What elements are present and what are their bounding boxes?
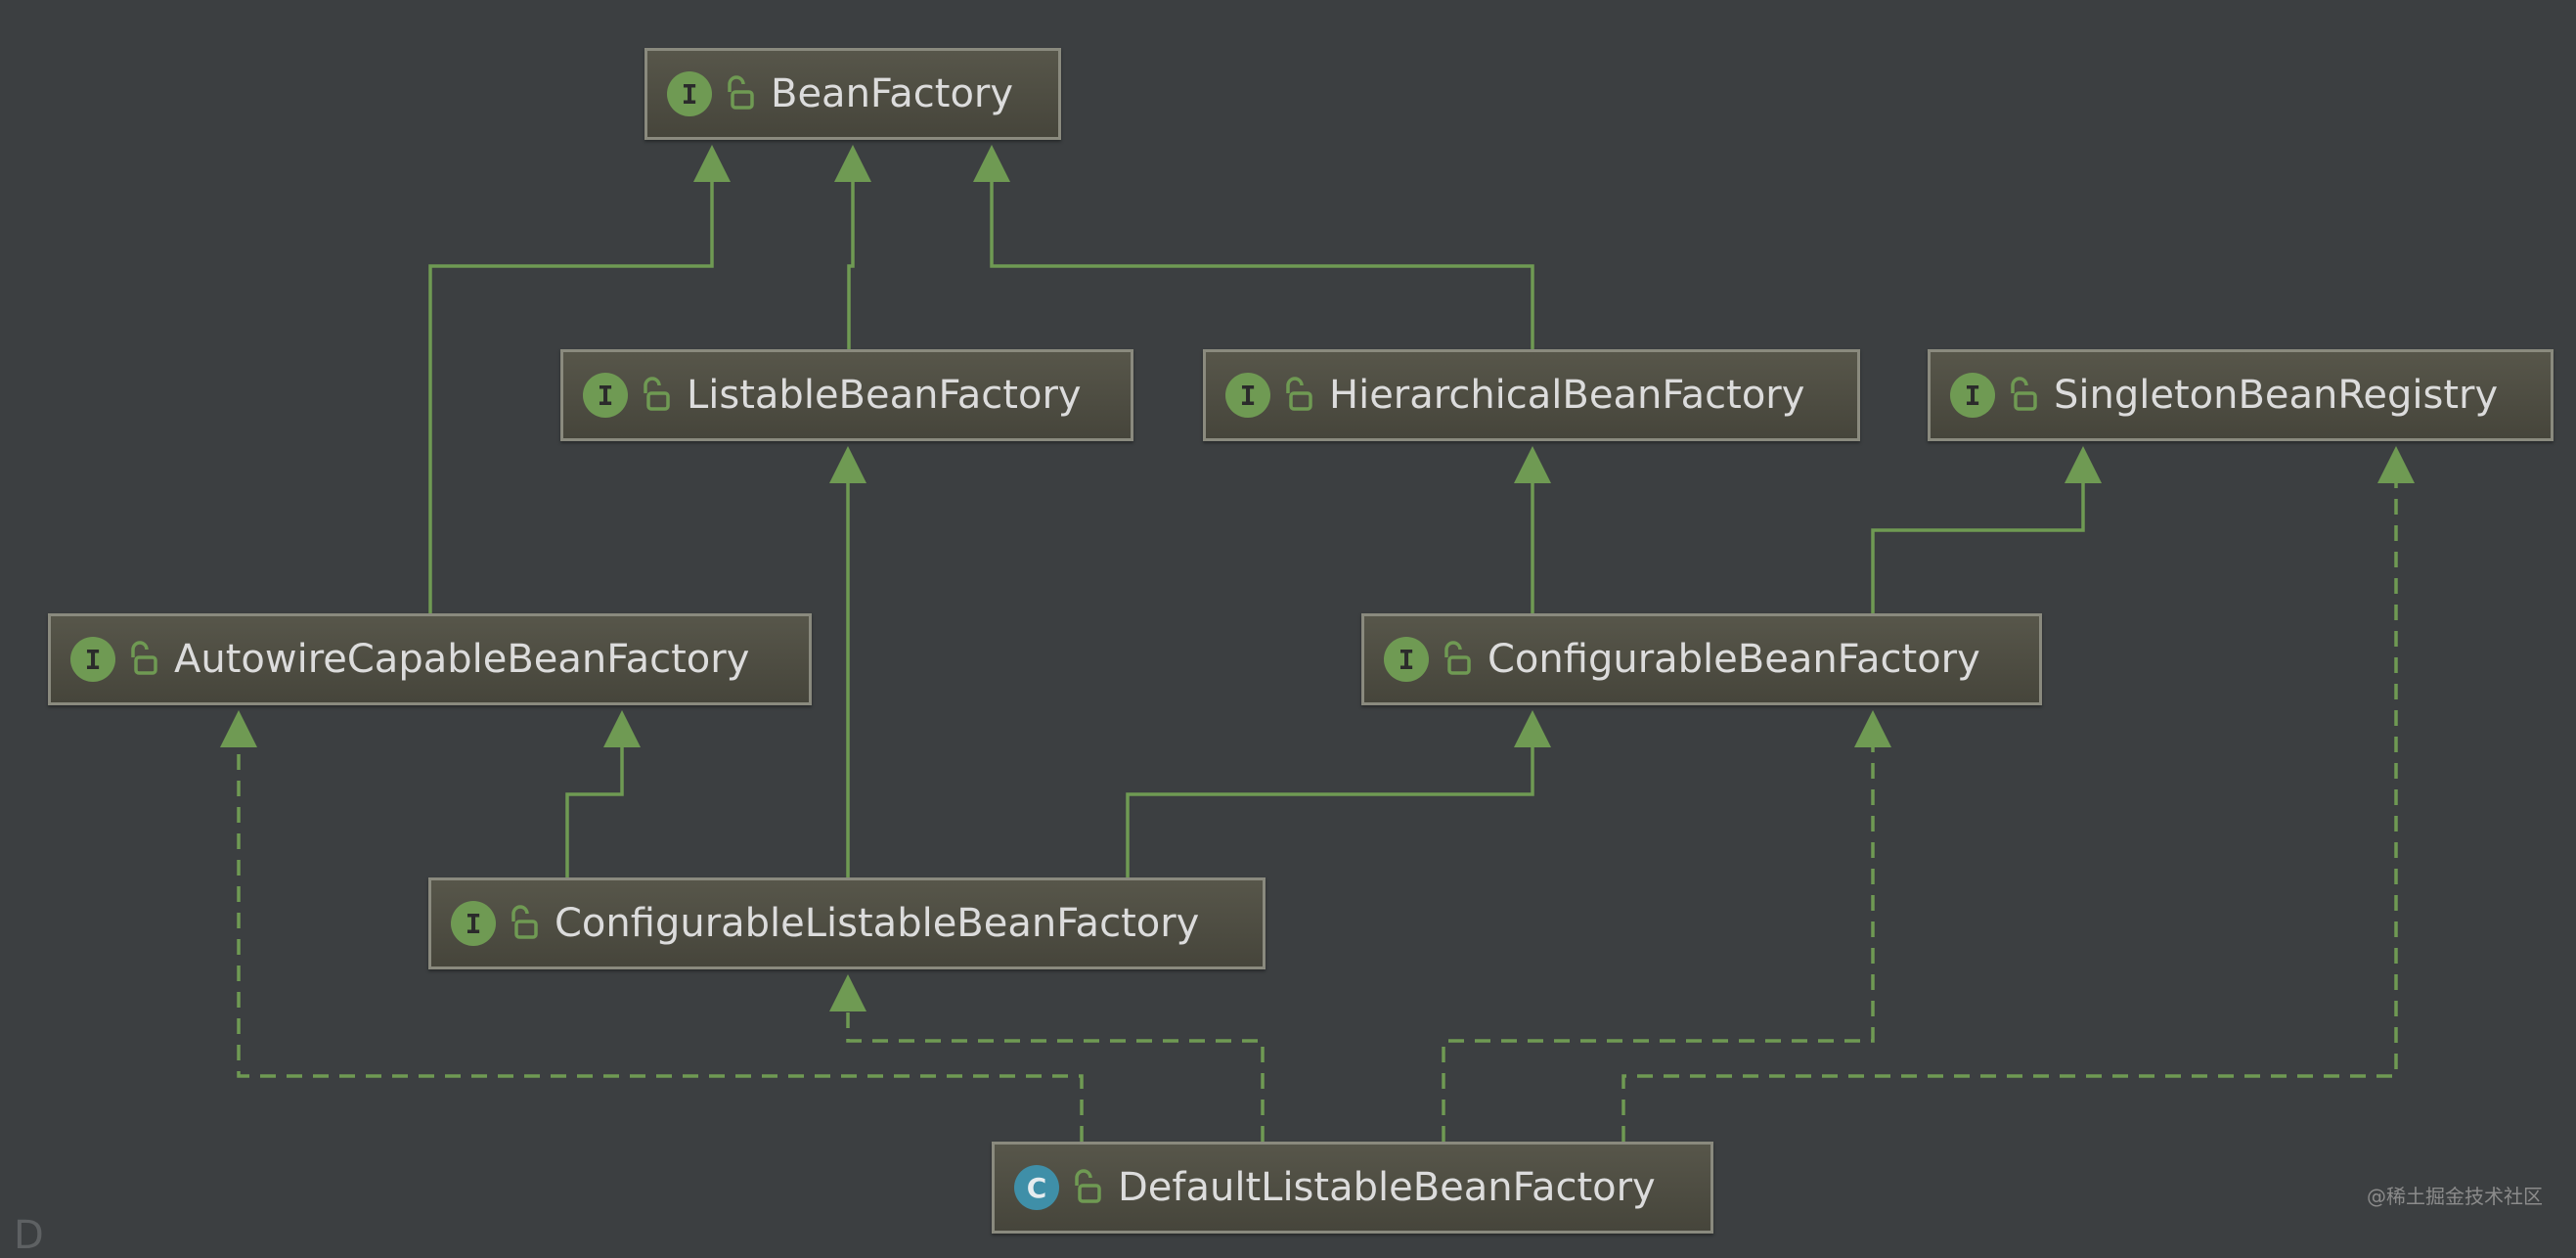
- unlock-icon: [508, 904, 539, 943]
- unlock-icon: [1071, 1168, 1102, 1207]
- edge-hierarchical-bean-factory-extends-bean-factory-line: [990, 181, 1534, 349]
- edge-default-listable-bean-factory-implements-singleton-bean-registry-line: [1621, 482, 2398, 1142]
- interface-badge-icon: I: [667, 71, 712, 116]
- edge-configurable-bean-factory-extends-singleton-bean-registry-arrowhead-icon: [2065, 446, 2102, 483]
- node-label: ConfigurableListableBeanFactory: [555, 901, 1200, 946]
- node-label: DefaultListableBeanFactory: [1118, 1165, 1656, 1210]
- watermark: @稀土掘金技术社区: [2367, 1185, 2543, 1208]
- node-listable-bean-factory[interactable]: I ListableBeanFactory: [560, 349, 1133, 441]
- node-label: ListableBeanFactory: [687, 373, 1082, 418]
- node-default-listable-bean-factory[interactable]: C DefaultListableBeanFactory: [992, 1142, 1713, 1234]
- edge-autowire-capable-bean-factory-extends-bean-factory-arrowhead-icon: [693, 145, 731, 182]
- edge-default-listable-bean-factory-implements-autowire-capable-bean-factory-arrowhead-icon: [220, 710, 257, 747]
- node-hierarchical-bean-factory[interactable]: I HierarchicalBeanFactory: [1203, 349, 1860, 441]
- edge-configurable-listable-bean-factory-extends-autowire-capable-bean-factory-line: [565, 746, 624, 877]
- edge-configurable-listable-bean-factory-extends-listable-bean-factory-arrowhead-icon: [829, 446, 866, 483]
- node-bean-factory[interactable]: I BeanFactory: [644, 48, 1061, 140]
- edge-listable-bean-factory-extends-bean-factory-arrowhead-icon: [834, 145, 871, 182]
- unlock-icon: [640, 376, 671, 415]
- node-label: SingletonBeanRegistry: [2054, 373, 2499, 418]
- edge-configurable-bean-factory-extends-hierarchical-bean-factory-arrowhead-icon: [1514, 446, 1551, 483]
- edge-configurable-bean-factory-extends-singleton-bean-registry-line: [1871, 482, 2085, 613]
- edge-default-listable-bean-factory-implements-autowire-capable-bean-factory-line: [237, 746, 1084, 1142]
- class-badge-icon: C: [1014, 1165, 1059, 1210]
- unlock-icon: [127, 640, 158, 679]
- unlock-icon: [724, 74, 755, 113]
- interface-badge-icon: I: [1384, 637, 1429, 682]
- unlock-icon: [2007, 376, 2038, 415]
- interface-badge-icon: I: [451, 901, 496, 946]
- node-singleton-bean-registry[interactable]: I SingletonBeanRegistry: [1928, 349, 2554, 441]
- unlock-icon: [1282, 376, 1313, 415]
- node-label: AutowireCapableBeanFactory: [174, 637, 750, 682]
- node-configurable-bean-factory[interactable]: I ConfigurableBeanFactory: [1361, 613, 2042, 705]
- edge-configurable-listable-bean-factory-extends-autowire-capable-bean-factory-arrowhead-icon: [603, 710, 641, 747]
- edge-default-listable-bean-factory-implements-singleton-bean-registry-arrowhead-icon: [2377, 446, 2415, 483]
- unlock-icon: [1441, 640, 1472, 679]
- node-label: HierarchicalBeanFactory: [1329, 373, 1805, 418]
- interface-badge-icon: I: [583, 373, 628, 418]
- interface-badge-icon: I: [70, 637, 115, 682]
- edge-hierarchical-bean-factory-extends-bean-factory-arrowhead-icon: [973, 145, 1010, 182]
- clipped-bottom-text: D: [14, 1213, 44, 1258]
- edge-listable-bean-factory-extends-bean-factory-line: [847, 181, 855, 349]
- edge-default-listable-bean-factory-implements-configurable-listable-bean-factory-arrowhead-icon: [829, 974, 866, 1011]
- edge-default-listable-bean-factory-implements-configurable-bean-factory-arrowhead-icon: [1854, 710, 1891, 747]
- edge-autowire-capable-bean-factory-extends-bean-factory-line: [428, 181, 714, 613]
- node-label: ConfigurableBeanFactory: [1488, 637, 1980, 682]
- interface-badge-icon: I: [1225, 373, 1270, 418]
- edge-default-listable-bean-factory-implements-configurable-bean-factory-line: [1442, 746, 1875, 1142]
- interface-badge-icon: I: [1950, 373, 1995, 418]
- edge-default-listable-bean-factory-implements-configurable-listable-bean-factory-line: [846, 1011, 1265, 1142]
- edge-configurable-listable-bean-factory-extends-configurable-bean-factory-arrowhead-icon: [1514, 710, 1551, 747]
- node-configurable-listable-bean-factory[interactable]: I ConfigurableListableBeanFactory: [428, 877, 1266, 969]
- node-autowire-capable-bean-factory[interactable]: I AutowireCapableBeanFactory: [48, 613, 812, 705]
- edge-configurable-listable-bean-factory-extends-configurable-bean-factory-line: [1126, 746, 1534, 877]
- node-label: BeanFactory: [771, 71, 1014, 116]
